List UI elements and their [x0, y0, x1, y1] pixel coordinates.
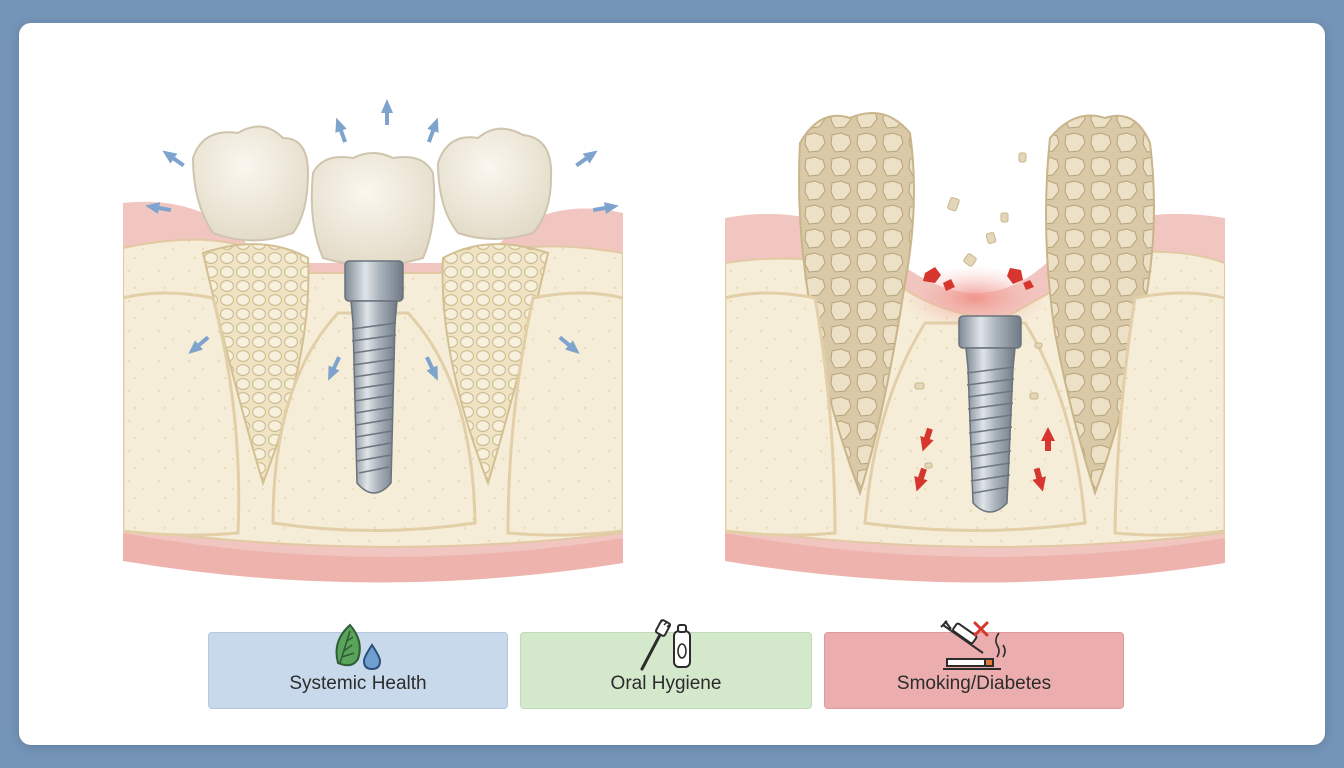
syringe-cigarette-icon: [939, 619, 1009, 678]
healthy-implant-panel: [123, 83, 623, 603]
implant-crown: [312, 153, 435, 266]
factor-label: Smoking/Diabetes: [825, 673, 1123, 695]
healthy-implant-illustration: [123, 83, 623, 603]
factor-smoking-diabetes: Smoking/Diabetes: [824, 632, 1124, 709]
factor-oral-hygiene: Oral Hygiene: [520, 632, 812, 709]
bone-loss-illustration: [725, 83, 1225, 603]
toothbrush-floss-icon: [636, 619, 696, 680]
factor-systemic-health: Systemic Health: [208, 632, 508, 709]
factor-label: Systemic Health: [209, 673, 507, 695]
tooth-crown-right: [438, 129, 551, 239]
factor-label: Oral Hygiene: [521, 673, 811, 695]
diagram-card: Systemic Health Oral Hygiene: [19, 23, 1325, 745]
leaf-water-drop-icon: [328, 619, 388, 676]
implant-screw: [351, 301, 397, 493]
tooth-crown-left: [193, 127, 308, 241]
implant-abutment: [345, 261, 403, 301]
implant-abutment: [959, 316, 1021, 348]
failing-implant-panel: [725, 83, 1225, 603]
